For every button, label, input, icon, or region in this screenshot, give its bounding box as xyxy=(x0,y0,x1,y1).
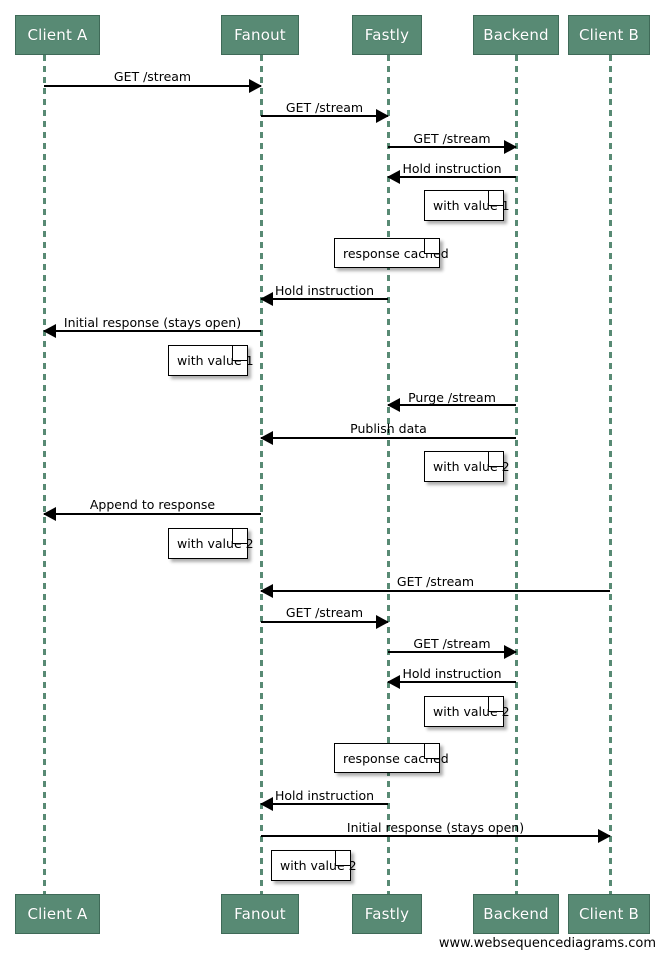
lifeline-clientA xyxy=(43,55,46,894)
actor-label-clientB-bottom: Client B xyxy=(578,905,640,923)
arrow-line-m1 xyxy=(44,85,261,87)
message-label-m14: Hold instruction xyxy=(274,788,375,803)
lifeline-clientB xyxy=(609,55,612,894)
arrow-head-icon-m3 xyxy=(504,140,517,154)
message-label-m12: GET /stream xyxy=(413,636,491,651)
arrow-line-m8 xyxy=(261,437,516,439)
actor-box-clientB-bottom[interactable]: Client B xyxy=(568,894,650,934)
arrow-head-icon-m7 xyxy=(387,398,400,412)
actor-box-backend-bottom[interactable]: Backend xyxy=(473,894,559,934)
note-folded-corner-icon-n8 xyxy=(335,851,350,866)
note-n4[interactable]: with value 2 xyxy=(424,451,510,482)
actor-label-clientA-top: Client A xyxy=(27,26,88,44)
message-label-m9: Append to response xyxy=(89,497,216,512)
message-label-m1: GET /stream xyxy=(113,69,192,84)
actor-label-fanout-bottom: Fanout xyxy=(234,905,286,923)
actor-label-backend-top: Backend xyxy=(483,26,549,44)
lifeline-backend xyxy=(515,55,518,894)
actor-label-fastly-bottom: Fastly xyxy=(364,905,410,923)
actor-box-backend-top[interactable]: Backend xyxy=(473,15,559,55)
message-label-m4: Hold instruction xyxy=(402,161,502,176)
message-label-m15: Initial response (stays open) xyxy=(346,820,525,835)
arrow-head-icon-m14 xyxy=(260,797,273,811)
actor-box-fanout-bottom[interactable]: Fanout xyxy=(221,894,299,934)
note-n1[interactable]: with value 1 xyxy=(424,190,510,221)
note-folded-corner-icon-n6 xyxy=(488,697,503,712)
actor-box-fanout-top[interactable]: Fanout xyxy=(221,15,299,55)
note-n7[interactable]: response cached xyxy=(334,743,449,773)
arrow-head-icon-m1 xyxy=(249,79,262,93)
arrow-head-icon-m8 xyxy=(260,431,273,445)
actor-label-fanout-top: Fanout xyxy=(234,26,286,44)
arrow-line-m7 xyxy=(388,404,516,406)
message-label-m5: Hold instruction xyxy=(274,283,375,298)
arrow-line-m10 xyxy=(261,590,610,592)
note-folded-corner-icon-n4 xyxy=(488,452,503,467)
note-n5[interactable]: with value 2 xyxy=(168,528,254,559)
message-label-m13: Hold instruction xyxy=(402,666,502,681)
note-folded-corner-icon-n7 xyxy=(424,744,439,759)
actor-box-clientA-top[interactable]: Client A xyxy=(15,15,100,55)
arrow-line-m5 xyxy=(261,298,388,300)
note-n3[interactable]: with value 1 xyxy=(168,345,254,376)
arrow-head-icon-m15 xyxy=(598,829,611,843)
message-label-m2: GET /stream xyxy=(285,100,364,115)
lifeline-fastly xyxy=(387,55,390,894)
note-folded-corner-icon-n5 xyxy=(232,529,247,544)
note-n8[interactable]: with value 2 xyxy=(271,850,357,881)
arrow-head-icon-m6 xyxy=(43,324,56,338)
arrow-line-m14 xyxy=(261,803,388,805)
note-n6[interactable]: with value 2 xyxy=(424,696,510,727)
arrow-head-icon-m2 xyxy=(376,109,389,123)
message-label-m6: Initial response (stays open) xyxy=(63,315,242,330)
arrow-line-m11 xyxy=(261,621,388,623)
actor-box-clientA-bottom[interactable]: Client A xyxy=(15,894,100,934)
message-label-m7: Purge /stream xyxy=(408,390,496,405)
arrow-line-m13 xyxy=(388,681,516,683)
message-label-m10: GET /stream xyxy=(396,574,475,589)
lifeline-fanout xyxy=(260,55,263,894)
actor-label-clientB-top: Client B xyxy=(578,26,640,44)
arrow-line-m4 xyxy=(388,176,516,178)
message-label-m3: GET /stream xyxy=(413,131,491,146)
actor-label-backend-bottom: Backend xyxy=(483,905,549,923)
message-label-m11: GET /stream xyxy=(285,605,364,620)
arrow-head-icon-m12 xyxy=(504,645,517,659)
message-label-m8: Publish data xyxy=(350,421,427,436)
footer-watermark: www.websequencediagrams.com xyxy=(438,936,656,951)
note-n2[interactable]: response cached xyxy=(334,238,449,268)
arrow-head-icon-m5 xyxy=(260,292,273,306)
note-text-n2: response cached xyxy=(343,245,449,261)
actor-box-clientB-top[interactable]: Client B xyxy=(568,15,650,55)
arrow-line-m6 xyxy=(44,330,261,332)
arrow-head-icon-m9 xyxy=(43,507,56,521)
note-text-n7: response cached xyxy=(343,750,449,766)
actor-label-fastly-top: Fastly xyxy=(364,26,410,44)
arrow-line-m3 xyxy=(388,146,516,148)
arrow-line-m15 xyxy=(261,835,610,837)
actor-box-fastly-bottom[interactable]: Fastly xyxy=(352,894,422,934)
arrow-line-m12 xyxy=(388,651,516,653)
actor-box-fastly-top[interactable]: Fastly xyxy=(352,15,422,55)
actor-label-clientA-bottom: Client A xyxy=(27,905,88,923)
arrow-head-icon-m10 xyxy=(260,584,273,598)
arrow-head-icon-m13 xyxy=(387,675,400,689)
note-folded-corner-icon-n1 xyxy=(488,191,503,206)
arrow-head-icon-m11 xyxy=(376,615,389,629)
note-folded-corner-icon-n3 xyxy=(232,346,247,361)
arrow-line-m2 xyxy=(261,115,388,117)
note-folded-corner-icon-n2 xyxy=(424,239,439,254)
arrow-head-icon-m4 xyxy=(387,170,400,184)
arrow-line-m9 xyxy=(44,513,261,515)
